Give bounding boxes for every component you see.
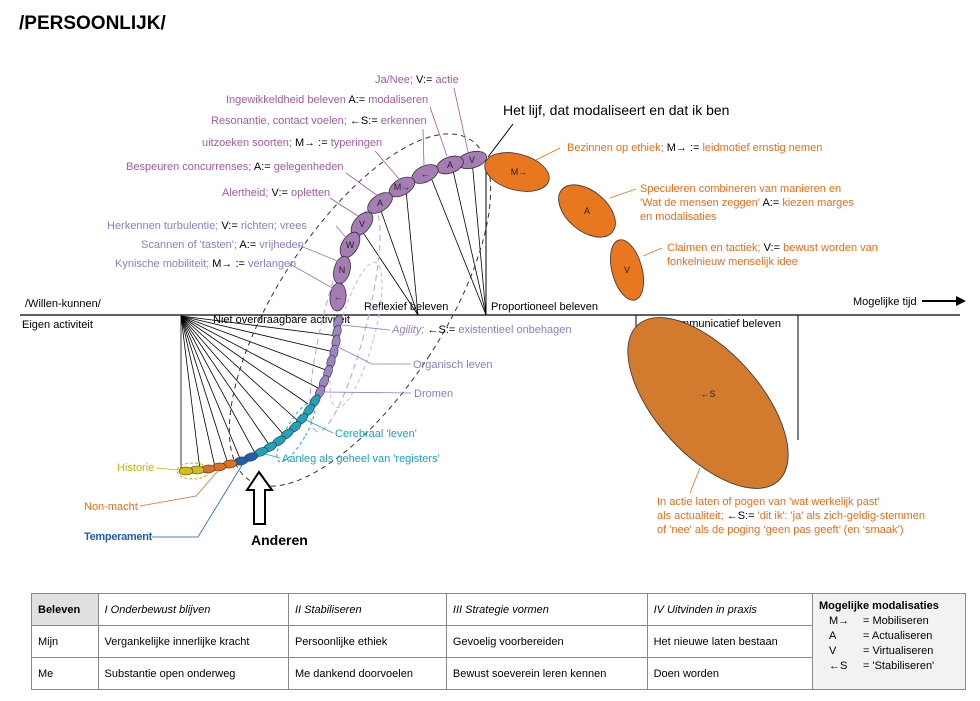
table-cell: Persoonlijke ethiek (287, 625, 447, 658)
modalisatie-row: A= Actualiseren (829, 630, 933, 642)
table-header: II Stabiliseren (287, 593, 447, 626)
table-header: I Onderbewust blijven (97, 593, 289, 626)
modalisatie-row: V= Virtualiseren (829, 645, 934, 657)
svg-text:Herkennen turbulentie; V:= ric: Herkennen turbulentie; V:= richten; vree… (107, 220, 307, 232)
fan-lines-lower (180, 315, 339, 474)
label-bezinnen: Bezinnen op ethiek; M→ := leidmotief ern… (567, 142, 822, 154)
svg-text:A: A (447, 160, 453, 170)
zone-proportioneel: Proportioneel beleven (491, 301, 598, 313)
table-cell: Bewust soeverein leren kennen (445, 657, 648, 690)
axis-right: Mogelijke tijd (853, 296, 917, 308)
svg-text:V: V (469, 155, 475, 165)
svg-text:M→: M→ (511, 167, 528, 177)
svg-text:en modalisaties: en modalisaties (640, 211, 717, 223)
svg-text:←: ← (334, 292, 343, 302)
svg-text:←S: ←S (700, 389, 715, 399)
modalisatie-row: ←S= 'Stabiliseren' (829, 660, 935, 672)
purple-leader-lines (329, 87, 469, 217)
blue-chain (233, 452, 259, 466)
headline-pointer (487, 123, 514, 158)
svg-text:'Wat de mensen zeggen' A:= kie: 'Wat de mensen zeggen' A:= kiezen marges (640, 197, 854, 209)
svg-text:N: N (339, 265, 346, 275)
svg-text:V: V (624, 265, 630, 275)
modalisaties-title: Mogelijke modalisaties (819, 600, 939, 612)
table-header-row: Beleven I Onderbewust blijven II Stabili… (31, 593, 966, 690)
svg-text:als actualiteit; ←S:= 'dit ik': als actualiteit; ←S:= 'dit ik': 'ja' als… (657, 510, 925, 522)
label-temperament: Temperament (84, 531, 153, 543)
svg-text:of 'nee' als de poging ‘geen p: of 'nee' als de poging ‘geen pas geeft’ … (657, 524, 904, 536)
yellow-chain (178, 465, 205, 476)
axis-left-top: /Willen-kunnen/ (25, 298, 102, 310)
anderen-arrow (245, 470, 274, 525)
svg-text:Resonantie, contact voelen; ←S: Resonantie, contact voelen; ←S:= erkenne… (211, 115, 427, 127)
label-anderen: Anderen (251, 532, 308, 548)
orange-ellipses: M→ A V ←S (484, 152, 789, 489)
axis-left-bottom: Eigen activiteit (22, 319, 93, 331)
lilac-leader-lines (289, 225, 349, 291)
table-row: Me Substantie open onderweg Me dankend d… (31, 657, 966, 690)
svg-text:M→: M→ (394, 182, 411, 192)
fan-lines-upper (359, 159, 487, 316)
headline: Het lijf, dat modaliseert en dat ik ben (503, 102, 729, 118)
svg-text:Ingewikkeldheid beleven A:= mo: Ingewikkeldheid beleven A:= modaliseren (226, 94, 428, 106)
purple-arc-ellipses: V A ← M→ A V W N ← (329, 150, 488, 312)
table-header: IV Uitvinden in praxis (646, 593, 814, 626)
agility-ellipse (329, 261, 383, 409)
label-agility: Agility; ←S:= existentieel onbehagen (391, 324, 572, 336)
lilac-label-group: Herkennen turbulentie; V:= richten; vree… (107, 220, 307, 270)
label-claimen: Claimen en tactiek; V:= bewust worden va… (667, 242, 878, 254)
svg-text:Alertheid; V:= opletten: Alertheid; V:= opletten (222, 187, 330, 199)
svg-text:Ja/Nee; V:= actie: Ja/Nee; V:= actie (375, 74, 459, 86)
label-aanleg: Aanleg als geheel van 'registers' (282, 453, 440, 465)
label-dromen: Dromen (414, 388, 453, 400)
label-cerebraal: Cerebraal 'leven' (335, 428, 417, 440)
table-cell: Vergankelijke innerlijke kracht (97, 625, 289, 658)
table-cell: Gevoelig voorbereiden (445, 625, 648, 658)
summary-table: Beleven I Onderbewust blijven II Stabili… (31, 593, 966, 690)
svg-text:V: V (359, 219, 365, 229)
svg-text:←: ← (421, 169, 430, 179)
zone-reflexief: Reflexief beleven (364, 301, 448, 313)
table-cell: Het nieuwe laten bestaan (646, 625, 814, 658)
table-header: Beleven (31, 593, 99, 626)
svg-text:A: A (584, 206, 590, 216)
svg-text:W: W (346, 240, 355, 250)
table-cell: Me dankend doorvoelen (287, 657, 447, 690)
table-cell: Doen worden (646, 657, 814, 690)
svg-text:A: A (377, 198, 383, 208)
table-cell: Me (31, 657, 99, 690)
lilac-chain (314, 314, 343, 399)
svg-text:Scannen of 'tasten'; A:= vrijh: Scannen of 'tasten'; A:= vrijheden (141, 239, 304, 251)
cyan-chain (253, 394, 321, 457)
label-organisch: Organisch leven (413, 359, 493, 371)
modalisatie-row: M→= Mobiliseren (829, 615, 929, 627)
svg-text:Bespeuren concurrenses; A:= ge: Bespeuren concurrenses; A:= gelegenheden (126, 161, 343, 173)
label-historie: Historie (117, 462, 154, 474)
svg-text:Kynische mobiliteit; M→ := ver: Kynische mobiliteit; M→ := verlangen (115, 258, 296, 270)
orange-chain (200, 459, 238, 474)
lijf-ellipse (228, 133, 492, 487)
svg-text:fonkelnieuw menselijk idee: fonkelnieuw menselijk idee (667, 256, 798, 268)
modalisaties-cell: Mogelijke modalisaties M→= Mobiliseren A… (812, 593, 966, 690)
label-speculeren: Speculeren combineren van manieren en (640, 183, 841, 195)
table-header: III Strategie vormen (445, 593, 648, 626)
page-title: /PERSOONLIJK/ (19, 13, 166, 34)
svg-text:uitzoeken soorten; M→ := typer: uitzoeken soorten; M→ := typeringen (202, 137, 382, 149)
table-cell: Mijn (31, 625, 99, 658)
zone-niet-overdraagbaar: Niet overdraagbare activiteit (213, 314, 350, 326)
time-arrow-head (956, 296, 966, 306)
table-cell: Substantie open onderweg (97, 657, 289, 690)
label-nonmacht: Non-macht (84, 501, 138, 513)
cerebraal-ellipse (276, 401, 316, 463)
table-row: Mijn Vergankelijke innerlijke kracht Per… (31, 625, 966, 658)
label-actie: In actie laten of pogen van 'wat werkeli… (657, 496, 880, 508)
purple-label-group: Ja/Nee; V:= actie Ingewikkeldheid beleve… (126, 74, 459, 199)
